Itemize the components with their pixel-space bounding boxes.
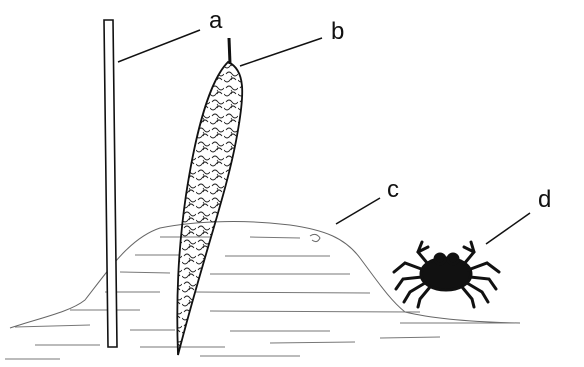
label-d: d: [538, 186, 551, 213]
leader-line-d: [486, 213, 530, 244]
label-b: b: [331, 18, 344, 45]
organism-tip: [229, 38, 230, 64]
leader-lines: [118, 30, 530, 244]
leader-line-c: [336, 198, 380, 224]
stake-rod: [104, 20, 117, 347]
leader-line-a: [118, 30, 200, 62]
label-c: c: [387, 176, 399, 203]
elongated-organism: [177, 38, 242, 355]
leader-line-b: [240, 38, 322, 66]
crab-icon: [394, 242, 499, 307]
label-a: a: [209, 7, 223, 34]
